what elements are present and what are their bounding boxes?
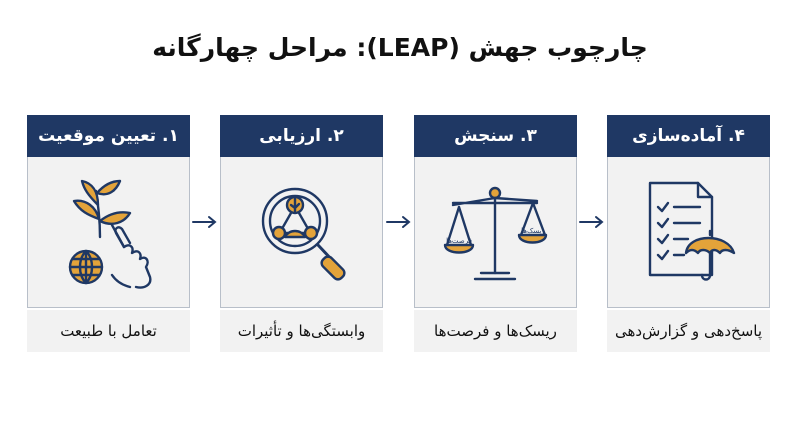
step-illustration-1 [27, 157, 190, 308]
step-card-2: ۲. ارزیابی [220, 115, 383, 309]
arrow-icon-1 [192, 216, 217, 228]
arrow-icon-3 [579, 216, 604, 228]
step-card-4: ۴. آماده‌سازی [607, 115, 770, 309]
diagram-title: چارچوب جهش (LEAP): مراحل چهارگانه [152, 33, 648, 62]
step-caption-4: پاسخ‌دهی و گزارش‌دهی [607, 310, 770, 352]
step-heading-4: ۴. آماده‌سازی [607, 115, 770, 157]
step-caption-3: ریسک‌ها و فرصت‌ها [414, 310, 577, 352]
balance-scale-icon: فرصت‌ها ریسک‌ها [443, 186, 548, 281]
step-illustration-2 [220, 157, 383, 308]
step-heading-2: ۲. ارزیابی [220, 115, 383, 157]
arrow-icon-2 [386, 216, 411, 228]
step-card-3: ۳. سنجش فرصت‌ها ریسک‌ها [414, 115, 577, 309]
checklist-umbrella-icon [648, 181, 736, 281]
step-card-1: ۱. تعیین موقعیت [27, 115, 190, 309]
step-illustration-4 [607, 157, 770, 308]
step-caption-1: تعامل با طبیعت [27, 310, 190, 352]
step-illustration-3: فرصت‌ها ریسک‌ها [414, 157, 577, 308]
step-caption-2: وابستگی‌ها و تأثیرات [220, 310, 383, 352]
step-heading-1: ۱. تعیین موقعیت [27, 115, 190, 157]
scale-left-label: فرصت‌ها [446, 237, 472, 245]
magnifier-ecosystem-icon [261, 187, 346, 281]
hand-plant-globe-icon [68, 179, 152, 289]
step-heading-3: ۳. سنجش [414, 115, 577, 157]
scale-right-label: ریسک‌ها [521, 227, 545, 235]
